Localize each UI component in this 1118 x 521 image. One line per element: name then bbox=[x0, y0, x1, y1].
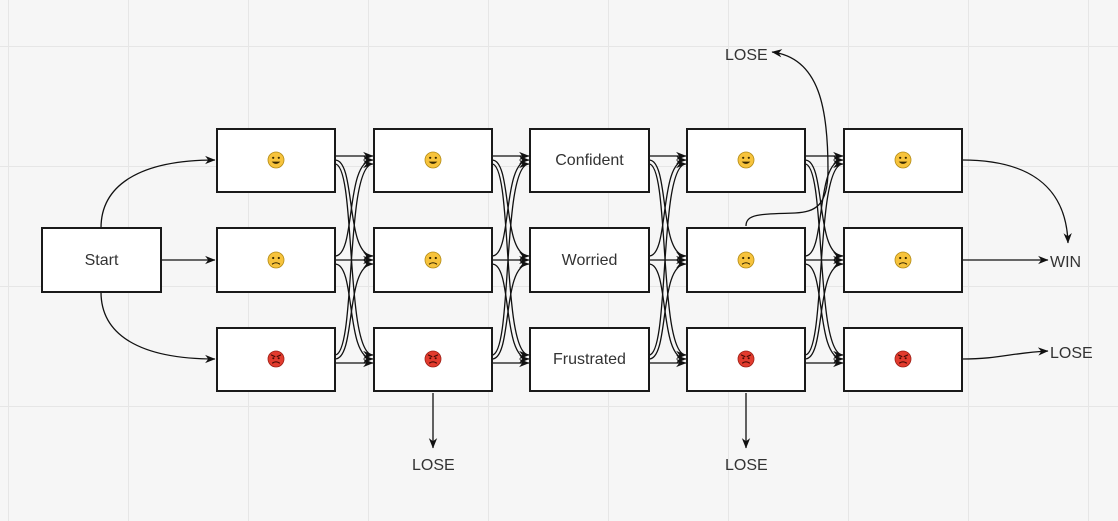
worried-face-icon bbox=[267, 251, 285, 269]
angry-face-icon bbox=[267, 350, 285, 368]
confident-node: Confident bbox=[529, 128, 650, 193]
c5-worried-node bbox=[843, 227, 963, 293]
angry-face-icon bbox=[894, 350, 912, 368]
edge-c2-r1-to-r2 bbox=[491, 159, 530, 261]
lose-outcome-col2: LOSE bbox=[412, 457, 455, 474]
edge-c1-r1-to-r2 bbox=[334, 159, 374, 261]
edge-c1-r2-to-r1 bbox=[334, 155, 374, 257]
edge-start-to-c1-bottom bbox=[100, 291, 216, 364]
edge-start-to-c1-top bbox=[100, 155, 216, 229]
angry-face-icon bbox=[424, 350, 442, 368]
lose-outcome-col4: LOSE bbox=[725, 457, 768, 474]
c2-worried-node bbox=[373, 227, 493, 293]
edge-c2-r3-to-r1 bbox=[491, 159, 530, 356]
grinning-face-icon bbox=[737, 151, 755, 169]
confident-label: Confident bbox=[555, 152, 624, 169]
edge-c4-worried-to-lose-top bbox=[745, 49, 829, 227]
worried-label: Worried bbox=[562, 252, 618, 269]
edge-c4-r2-to-r1 bbox=[804, 155, 844, 257]
edge-c4-r1-to-r2 bbox=[804, 159, 844, 261]
edge-c2-r2-to-r3 bbox=[491, 263, 530, 364]
c2-angry-node bbox=[373, 327, 493, 392]
grinning-face-icon bbox=[267, 151, 285, 169]
edge-c1-r3-to-r1 bbox=[334, 159, 374, 356]
edge-c5-happy-to-win bbox=[961, 159, 1072, 244]
worried-face-icon bbox=[894, 251, 912, 269]
frustrated-node: Frustrated bbox=[529, 327, 650, 392]
edge-c4-r3-to-r2 bbox=[804, 259, 844, 360]
grinning-face-icon bbox=[894, 151, 912, 169]
lose-outcome-right: LOSE bbox=[1050, 345, 1093, 362]
c4-angry-node bbox=[686, 327, 806, 392]
c4-worried-node bbox=[686, 227, 806, 293]
edge-c3-r3-to-r2 bbox=[648, 259, 687, 360]
edge-c1-r2-to-r3 bbox=[334, 263, 374, 364]
edge-c4-r2-to-r3 bbox=[804, 263, 844, 364]
edge-c4-r3-to-r1 bbox=[804, 159, 844, 356]
transition-arrows bbox=[100, 49, 1072, 449]
lose-outcome-top: LOSE bbox=[725, 47, 768, 64]
c2-happy-node bbox=[373, 128, 493, 193]
edge-c5-angry-to-lose bbox=[961, 347, 1049, 360]
frustrated-label: Frustrated bbox=[553, 351, 626, 368]
grinning-face-icon bbox=[424, 151, 442, 169]
c5-angry-node bbox=[843, 327, 963, 392]
worried-face-icon bbox=[737, 251, 755, 269]
c5-happy-node bbox=[843, 128, 963, 193]
edge-c3-r1-to-r2 bbox=[648, 159, 687, 261]
edge-c2-r3-to-r2 bbox=[491, 259, 530, 360]
win-outcome: WIN bbox=[1050, 254, 1081, 271]
edge-c3-r2-to-r3 bbox=[648, 263, 687, 364]
angry-face-icon bbox=[737, 350, 755, 368]
c1-happy-node bbox=[216, 128, 336, 193]
start-label: Start bbox=[85, 252, 119, 269]
worried-face-icon bbox=[424, 251, 442, 269]
c4-happy-node bbox=[686, 128, 806, 193]
edge-c1-r3-to-r2 bbox=[334, 259, 374, 360]
start-node: Start bbox=[41, 227, 162, 293]
edge-c2-r2-to-r1 bbox=[491, 155, 530, 257]
c1-angry-node bbox=[216, 327, 336, 392]
worried-node: Worried bbox=[529, 227, 650, 293]
edge-c3-r2-to-r1 bbox=[648, 155, 687, 257]
edge-c3-r3-to-r1 bbox=[648, 159, 687, 356]
c1-worried-node bbox=[216, 227, 336, 293]
